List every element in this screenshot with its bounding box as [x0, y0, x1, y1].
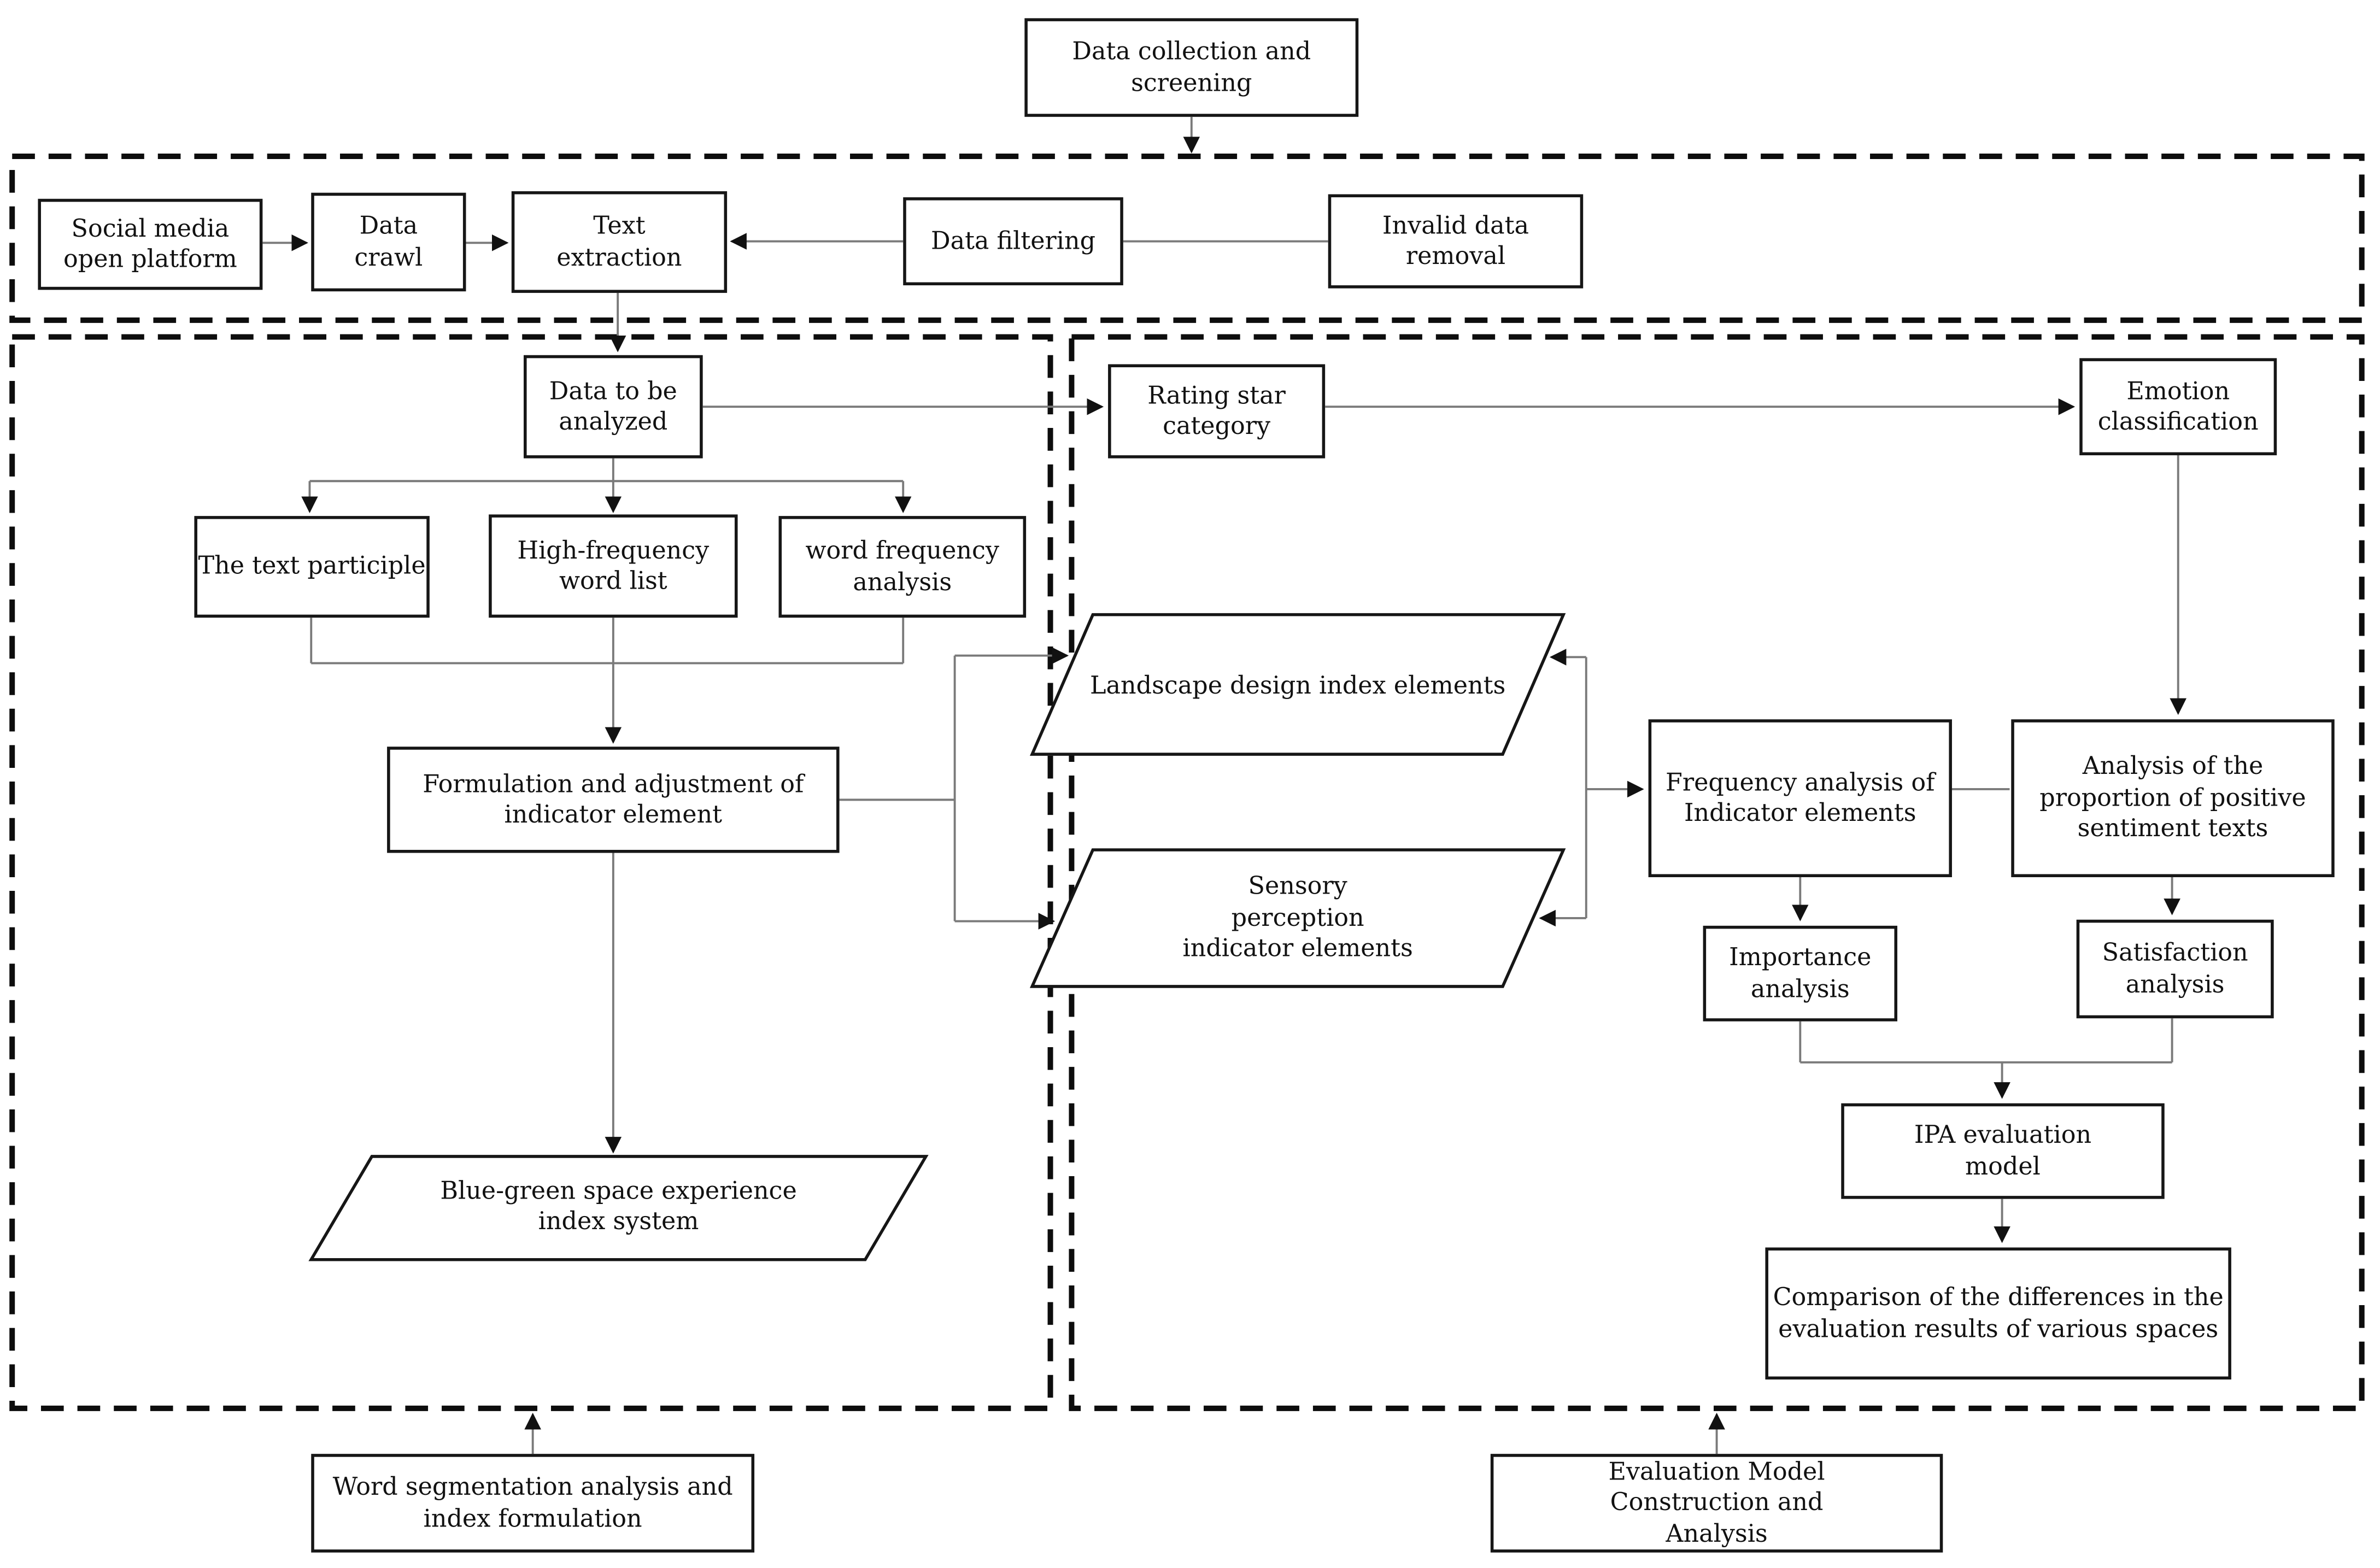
- box-text-participle-label: The text participle: [198, 551, 426, 580]
- parallelogram-sensory-label: Sensory perception indicator elements: [1182, 871, 1413, 963]
- box-importance-label: Importance analysis: [1729, 942, 1872, 1003]
- connector-lines: [262, 116, 2186, 1454]
- parallelogram-sensory: [1029, 848, 1566, 988]
- box-comparison-label: Comparison of the differences in the eva…: [1773, 1282, 2224, 1343]
- box-formulation-label: Formulation and adjustment of indicator …: [423, 768, 804, 829]
- box-rating-star-label: Rating star category: [1147, 380, 1286, 441]
- dashed-region-word-segmentation: [9, 334, 1053, 1411]
- box-invalid-data: Invalid data removal: [1328, 194, 1584, 289]
- box-data-crawl-label: Data crawl: [354, 211, 423, 271]
- parallelogram-landscape-text: Landscape design index elements: [1063, 622, 1533, 749]
- box-social-media-label: Social media open platform: [63, 213, 237, 273]
- box-word-segmentation: Word segmentation analysis and index for…: [311, 1454, 755, 1553]
- box-data-filtering-label: Data filtering: [930, 226, 1096, 255]
- box-evaluation-model-label: Evaluation Model Construction and Analys…: [1608, 1457, 1825, 1548]
- box-analysis-proportion-label: Analysis of the proportion of positive s…: [2039, 751, 2306, 843]
- box-frequency-analysis: Frequency analysis of Indicator elements: [1648, 719, 1952, 877]
- box-evaluation-model: Evaluation Model Construction and Analys…: [1490, 1454, 1943, 1553]
- box-word-segmentation-label: Word segmentation analysis and index for…: [332, 1472, 733, 1532]
- box-text-extraction-label: Text extraction: [556, 211, 682, 271]
- box-text-extraction: Text extraction: [511, 191, 728, 293]
- box-word-frequency: word frequency analysis: [778, 516, 1027, 618]
- parallelogram-blue-green-label: Blue-green space experience index system: [440, 1175, 797, 1236]
- box-text-participle: The text participle: [194, 516, 430, 618]
- box-data-to-be-analyzed-label: Data to be analyzed: [549, 375, 677, 436]
- parallelogram-landscape-label: Landscape design index elements: [1090, 670, 1506, 700]
- parallelogram-blue-green-text: Blue-green space experience index system: [326, 1159, 911, 1253]
- box-data-filtering: Data filtering: [903, 197, 1123, 286]
- box-ipa: IPA evaluation model: [1841, 1103, 2165, 1199]
- box-emotion-label: Emotion classification: [2097, 375, 2259, 436]
- box-data-to-be-analyzed: Data to be analyzed: [523, 355, 703, 459]
- box-formulation: Formulation and adjustment of indicator …: [387, 747, 840, 853]
- box-invalid-data-label: Invalid data removal: [1382, 210, 1529, 271]
- box-satisfaction: Satisfaction analysis: [2076, 919, 2274, 1019]
- box-importance: Importance analysis: [1703, 925, 1897, 1021]
- box-data-collection-label: Data collection and screening: [1072, 36, 1311, 97]
- box-frequency-analysis-label: Frequency analysis of Indicator elements: [1666, 767, 1935, 827]
- box-ipa-label: IPA evaluation model: [1914, 1120, 2092, 1180]
- box-high-frequency: High-frequency word list: [489, 514, 738, 618]
- parallelogram-landscape: [1029, 613, 1566, 756]
- box-analysis-proportion: Analysis of the proportion of positive s…: [2011, 719, 2335, 877]
- box-satisfaction-label: Satisfaction analysis: [2102, 938, 2248, 998]
- box-emotion: Emotion classification: [2079, 358, 2277, 456]
- box-comparison: Comparison of the differences in the eva…: [1765, 1247, 2231, 1380]
- box-data-collection: Data collection and screening: [1024, 18, 1359, 117]
- box-rating-star: Rating star category: [1108, 364, 1326, 459]
- parallelogram-sensory-text: Sensory perception indicator elements: [1063, 854, 1533, 982]
- dashed-region-evaluation-model: [1069, 334, 2365, 1411]
- dashed-region-data-collection: [9, 154, 2365, 323]
- box-word-frequency-label: word frequency analysis: [805, 536, 1000, 596]
- box-social-media: Social media open platform: [38, 198, 263, 290]
- parallelogram-blue-green: [308, 1155, 929, 1261]
- box-data-crawl: Data crawl: [311, 192, 466, 292]
- box-high-frequency-label: High-frequency word list: [517, 535, 710, 595]
